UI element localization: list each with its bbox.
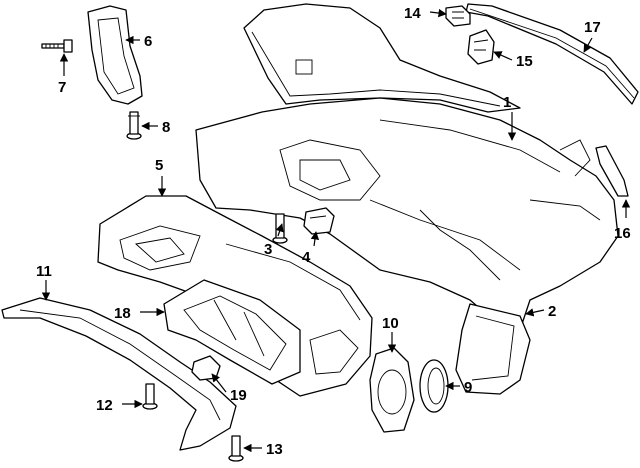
part-17-trim-strip [465,3,639,105]
leader-19 [211,373,227,393]
part-18-inner-trim [163,279,301,385]
callout-4: 4 [302,249,311,266]
part-13-pin [228,435,244,462]
callout-7: 7 [58,79,66,96]
callout-8: 8 [162,119,170,136]
callout-17: 17 [584,19,601,36]
callout-9: 9 [464,379,472,396]
callout-11: 11 [36,263,52,280]
part-8-pin [126,111,142,140]
callout-12: 12 [96,397,113,414]
leader-3 [275,223,284,237]
part-11-lower-strip [1,297,237,451]
part-6-bracket [87,5,143,105]
callout-1: 1 [503,94,511,111]
upper-cover-panel [243,3,521,113]
leader-14 [429,8,447,18]
leader-17 [583,37,593,53]
part-7-bolt [41,39,73,53]
part-2-lower-panel [455,303,531,395]
part-10-housing [369,347,415,433]
part-16-side-trim [595,145,629,197]
part-15-bracket [467,29,495,65]
part-14-clip [445,5,471,27]
callout-15: 15 [516,53,533,70]
leader-2 [525,308,545,317]
callout-5: 5 [155,157,163,174]
leader-lines [41,8,631,453]
callout-19: 19 [230,387,247,404]
part-1-bumper-cover [195,97,619,331]
leader-15 [493,51,513,61]
callout-labels: 1 2 3 4 5 6 7 8 9 10 11 12 13 14 15 16 1… [36,5,631,458]
callout-13: 13 [266,441,283,458]
part-4-clip [303,207,335,235]
leader-4 [310,231,320,247]
callout-10: 10 [382,315,399,332]
callout-16: 16 [614,225,631,242]
part-19-clip [191,355,221,381]
callout-6: 6 [144,33,152,50]
callout-18: 18 [114,305,131,322]
part-9-ring [419,359,449,413]
callout-14: 14 [404,5,421,22]
callout-2: 2 [548,303,556,320]
part-12-bolt [142,383,158,410]
callout-3: 3 [264,241,272,258]
